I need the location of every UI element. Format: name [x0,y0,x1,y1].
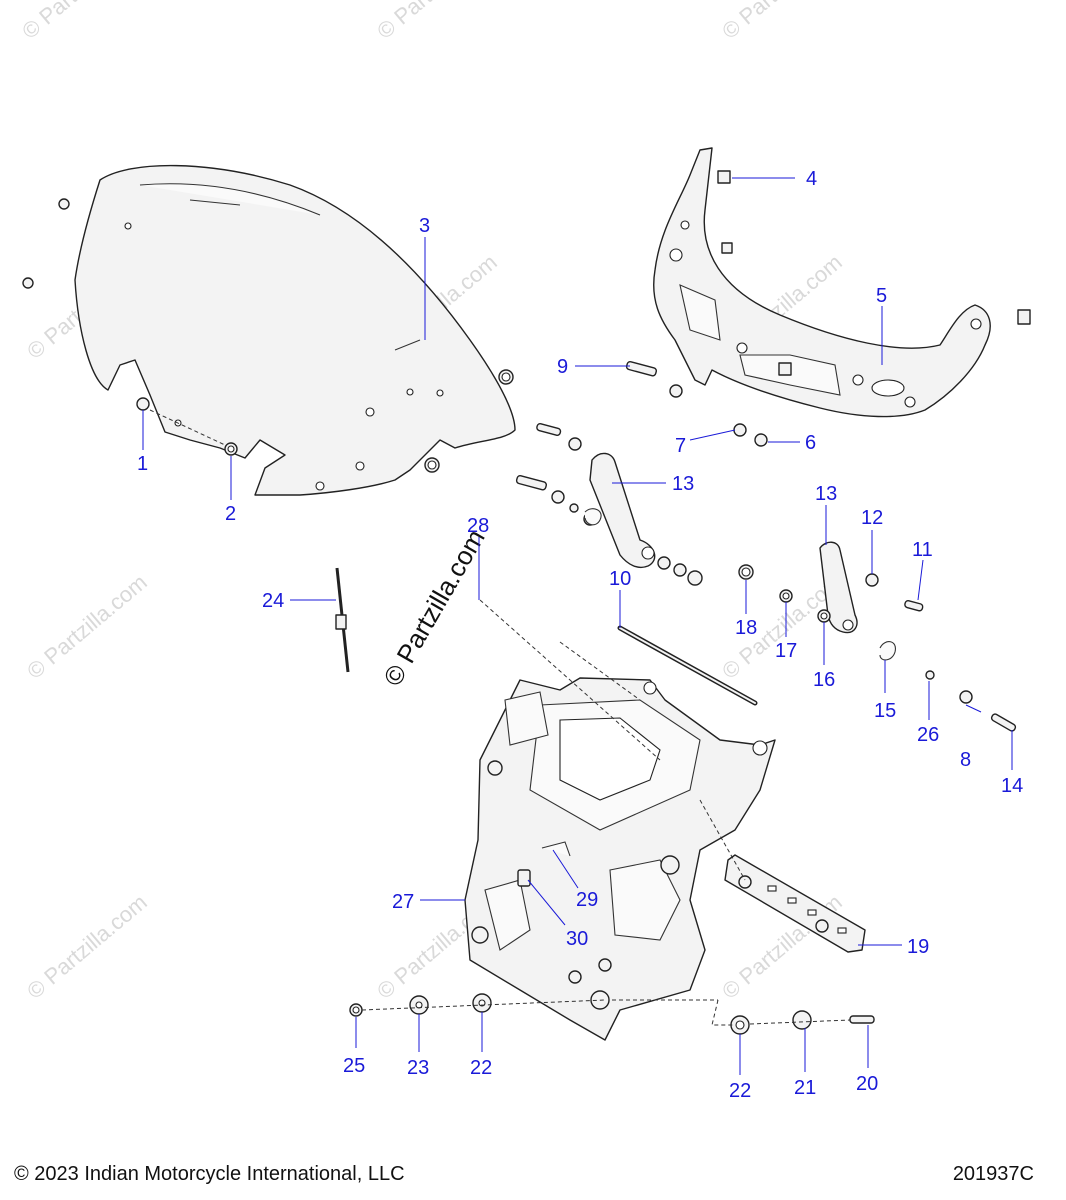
callout-17: 17 [775,640,797,662]
callout-28: 28 [467,515,489,537]
copyright-notice: © 2023 Indian Motorcycle International, … [14,1163,405,1185]
windshield-part [74,164,516,496]
callout-26: 26 [917,724,939,746]
callout-5: 5 [876,285,887,307]
callout-14: 14 [1001,775,1023,797]
watermark-text: © Partzilla.com [372,0,502,44]
watermark-text: © Partzilla.com [22,889,152,1003]
hardware-right-group [584,508,1017,732]
callout-19: 19 [907,936,929,958]
callout-12: 12 [861,507,883,529]
watermark-overlay: © Partzilla.com [377,524,491,691]
headlight-bracket-part [653,147,1031,418]
fairing-frame-part [464,677,776,1041]
callout-18: 18 [735,617,757,639]
callout-27: 27 [392,891,414,913]
callout-6: 6 [805,432,816,454]
watermark-text: © Partzilla.com [22,569,152,683]
callout-15: 15 [874,700,896,722]
hardware-group [515,360,768,526]
leader-lines [142,177,1013,1075]
callout-3: 3 [419,215,430,237]
callout-11: 11 [912,539,933,561]
callout-4: 4 [806,168,817,190]
callout-1: 1 [137,453,148,475]
callout-13: 13 [815,483,837,505]
callout-2: 2 [225,503,236,525]
callout-21: 21 [794,1077,816,1099]
callout-23: 23 [407,1057,429,1079]
pivot-arm-right-part [819,541,858,634]
watermark-text: © Partzilla.com [17,0,147,44]
callout-9: 9 [557,356,568,378]
drawing-number: 201937C [952,1163,1034,1185]
callout-25: 25 [343,1055,365,1077]
bottom-hardware-group [349,599,875,1035]
callout-22: 22 [729,1080,751,1102]
callout-29: 29 [576,889,598,911]
callout-24: 24 [262,590,284,612]
cable-strap-part [335,567,350,673]
windshield-fasteners [22,198,514,473]
watermark-text: © Partzilla.com [717,0,847,44]
callout-8: 8 [960,749,971,771]
callout-20: 20 [856,1073,878,1095]
callout-10: 10 [609,568,631,590]
background-watermarks: © Partzilla.com © Partzilla.com © Partzi… [17,0,847,1004]
callout-16: 16 [813,669,835,691]
pivot-arm-left-part [589,452,703,586]
callout-7: 7 [675,435,686,457]
mounting-plate-part [724,854,866,953]
callout-13: 13 [672,473,694,495]
pivot-shaft-part [617,625,758,706]
callout-labels: 1 2 3 4 5 6 7 8 9 10 11 12 13 13 14 15 1… [137,168,1023,1102]
callout-22: 22 [470,1057,492,1079]
callout-30: 30 [566,928,588,950]
